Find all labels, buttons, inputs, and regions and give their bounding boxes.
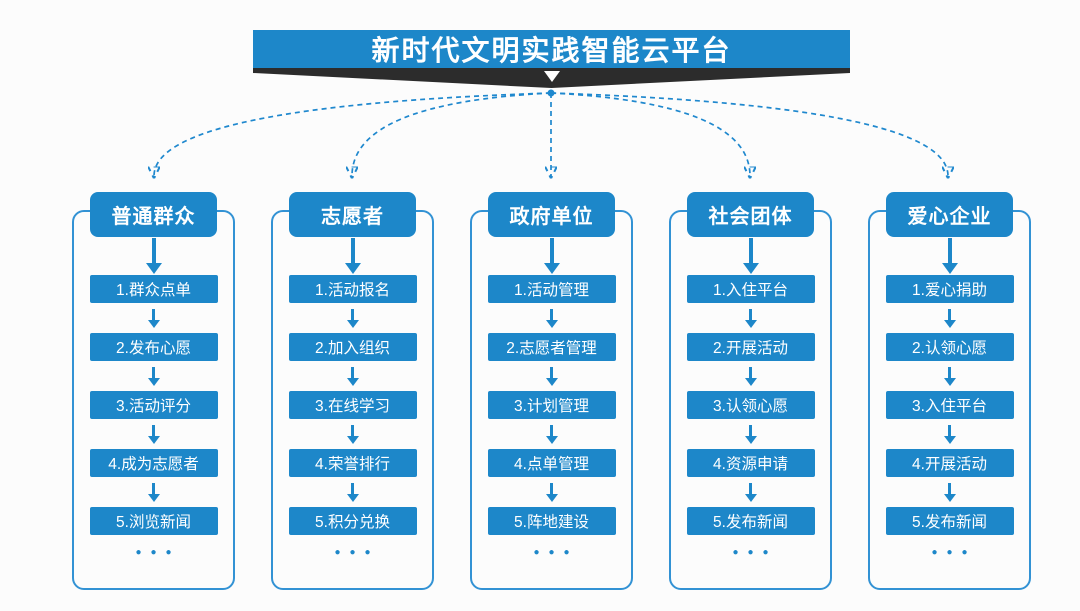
down-arrow-icon bbox=[147, 419, 160, 449]
step-box: 1.活动报名 bbox=[288, 275, 417, 303]
down-arrow-icon bbox=[346, 419, 359, 449]
down-arrow-icon bbox=[545, 361, 558, 391]
step-box: 3.计划管理 bbox=[487, 391, 616, 419]
platform-banner: 新时代文明实践智能云平台 bbox=[253, 30, 850, 88]
down-arrow-icon bbox=[147, 477, 160, 507]
down-arrow-icon bbox=[943, 361, 956, 391]
down-arrow-icon bbox=[543, 237, 560, 275]
step-box: 1.爱心捐助 bbox=[885, 275, 1014, 303]
column-general-public: 普通群众 1.群众点单 2.发布心愿 3.活动评分 4.成为志愿者 5.浏览新闻… bbox=[72, 192, 235, 590]
ellipsis-dots: ●●● bbox=[533, 547, 579, 558]
step-box: 4.点单管理 bbox=[487, 449, 616, 477]
down-arrow-icon bbox=[344, 237, 361, 275]
ellipsis-dots: ●●● bbox=[732, 547, 778, 558]
connector-origin-dot bbox=[547, 89, 555, 97]
step-box: 1.活动管理 bbox=[487, 275, 616, 303]
down-arrow-icon bbox=[346, 303, 359, 333]
banner-down-arrow-icon bbox=[543, 71, 560, 82]
column-header: 政府单位 bbox=[488, 192, 615, 237]
connector-curve-col2 bbox=[352, 92, 552, 176]
step-box: 5.浏览新闻 bbox=[89, 507, 218, 535]
step-box: 5.发布新闻 bbox=[885, 507, 1014, 535]
down-arrow-icon bbox=[943, 303, 956, 333]
step-box: 3.活动评分 bbox=[89, 391, 218, 419]
step-box: 4.资源申请 bbox=[686, 449, 815, 477]
down-arrow-icon bbox=[545, 419, 558, 449]
step-box: 1.入住平台 bbox=[686, 275, 815, 303]
down-arrow-icon bbox=[147, 303, 160, 333]
down-arrow-icon bbox=[346, 361, 359, 391]
ellipsis-dots: ●●● bbox=[135, 547, 181, 558]
column-header: 志愿者 bbox=[289, 192, 416, 237]
step-box: 3.认领心愿 bbox=[686, 391, 815, 419]
step-box: 2.加入组织 bbox=[288, 333, 417, 361]
ellipsis-dots: ●●● bbox=[931, 547, 977, 558]
step-box: 3.在线学习 bbox=[288, 391, 417, 419]
step-box: 4.开展活动 bbox=[885, 449, 1014, 477]
column-caring-enterprises: 爱心企业 1.爱心捐助 2.认领心愿 3.入住平台 4.开展活动 5.发布新闻 … bbox=[868, 192, 1031, 590]
step-box: 5.发布新闻 bbox=[686, 507, 815, 535]
down-arrow-icon bbox=[744, 303, 757, 333]
step-box: 4.荣誉排行 bbox=[288, 449, 417, 477]
down-arrow-icon bbox=[346, 477, 359, 507]
down-arrow-icon bbox=[943, 419, 956, 449]
step-box: 4.成为志愿者 bbox=[89, 449, 218, 477]
ellipsis-dots: ●●● bbox=[334, 547, 380, 558]
column-header: 爱心企业 bbox=[886, 192, 1013, 237]
down-arrow-icon bbox=[744, 361, 757, 391]
step-box: 5.积分兑换 bbox=[288, 507, 417, 535]
down-arrow-icon bbox=[742, 237, 759, 275]
step-box: 3.入住平台 bbox=[885, 391, 1014, 419]
column-social-organizations: 社会团体 1.入住平台 2.开展活动 3.认领心愿 4.资源申请 5.发布新闻 … bbox=[669, 192, 832, 590]
down-arrow-icon bbox=[744, 419, 757, 449]
step-box: 2.开展活动 bbox=[686, 333, 815, 361]
down-arrow-icon bbox=[943, 477, 956, 507]
step-box: 2.发布心愿 bbox=[89, 333, 218, 361]
step-box: 2.认领心愿 bbox=[885, 333, 1014, 361]
down-arrow-icon bbox=[147, 361, 160, 391]
column-government-units: 政府单位 1.活动管理 2.志愿者管理 3.计划管理 4.点单管理 5.阵地建设… bbox=[470, 192, 633, 590]
down-arrow-icon bbox=[744, 477, 757, 507]
connector-curve-col1 bbox=[154, 92, 552, 176]
down-arrow-icon bbox=[545, 477, 558, 507]
step-box: 1.群众点单 bbox=[89, 275, 218, 303]
column-header: 普通群众 bbox=[90, 192, 217, 237]
step-box: 5.阵地建设 bbox=[487, 507, 616, 535]
column-header: 社会团体 bbox=[687, 192, 814, 237]
step-box: 2.志愿者管理 bbox=[487, 333, 616, 361]
connector-curve-col4 bbox=[550, 92, 750, 176]
down-arrow-icon bbox=[545, 303, 558, 333]
connector-curve-col5 bbox=[550, 92, 948, 176]
down-arrow-icon bbox=[941, 237, 958, 275]
down-arrow-icon bbox=[145, 237, 162, 275]
platform-title: 新时代文明实践智能云平台 bbox=[253, 30, 850, 68]
column-volunteers: 志愿者 1.活动报名 2.加入组织 3.在线学习 4.荣誉排行 5.积分兑换 ●… bbox=[271, 192, 434, 590]
